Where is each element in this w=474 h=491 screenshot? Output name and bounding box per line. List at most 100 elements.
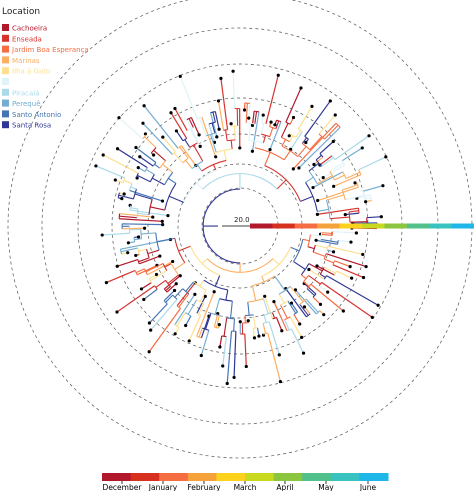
- tip-node: [312, 162, 316, 167]
- tree-branch: [318, 114, 336, 135]
- tree-branch: [338, 239, 352, 243]
- tree-branch: [329, 216, 350, 220]
- tree-branch: [260, 123, 265, 135]
- tree-branch: [217, 100, 225, 131]
- tip-node: [138, 155, 142, 159]
- tree-branch: [184, 160, 193, 169]
- tree-branch: [156, 237, 175, 243]
- tree-branch: [317, 186, 359, 202]
- tree-branch: [214, 111, 220, 130]
- legend-label: Piracaiá: [12, 89, 40, 97]
- tree-branch: [248, 103, 251, 119]
- tip-node: [360, 146, 364, 150]
- tip-node: [348, 264, 352, 269]
- tree-branch: [138, 248, 147, 252]
- tree-branch: [299, 304, 309, 316]
- tip-node: [161, 135, 165, 139]
- tree-arc: [128, 183, 133, 191]
- tree-branch: [290, 131, 303, 150]
- tree-branch: [138, 257, 150, 263]
- tip-node: [304, 140, 308, 145]
- tree-branch: [190, 117, 200, 136]
- tree-branch: [119, 213, 153, 218]
- tip-node: [291, 115, 296, 120]
- tree-branch: [163, 275, 181, 290]
- tree-arc: [348, 211, 351, 223]
- tip-node: [361, 252, 365, 257]
- tree-branch: [145, 263, 164, 273]
- tree-branch: [334, 260, 351, 268]
- tip-node: [326, 290, 330, 294]
- tree-branch: [174, 294, 196, 325]
- tip-node: [217, 323, 221, 327]
- tip-node: [160, 199, 165, 203]
- tree-branch: [289, 286, 304, 303]
- tree-branch: [363, 185, 384, 192]
- tip-node: [101, 153, 105, 157]
- tree-branch: [254, 141, 257, 148]
- tree-branch: [317, 207, 359, 215]
- tip-node: [126, 241, 130, 245]
- tree-branch: [117, 148, 148, 169]
- tip-node: [299, 86, 303, 90]
- tip-node: [331, 250, 336, 254]
- tree-arc: [163, 288, 168, 293]
- tree-branch: [321, 157, 334, 167]
- tip-node: [376, 303, 380, 307]
- tip-node: [379, 215, 383, 219]
- tree-branch: [276, 179, 287, 190]
- tree-branch: [341, 147, 363, 162]
- tip-node: [104, 281, 108, 285]
- tip-node: [178, 274, 182, 278]
- tree-branch: [281, 139, 287, 147]
- tip-node: [361, 275, 366, 280]
- tree-branch: [122, 223, 163, 226]
- legend-label: Santa Rosa: [12, 122, 51, 130]
- tree-branch: [165, 286, 171, 291]
- tree-branch: [268, 321, 280, 356]
- tree-branch: [102, 154, 139, 174]
- tip-node: [367, 134, 371, 138]
- tip-node: [219, 76, 223, 80]
- tip-node: [113, 178, 117, 182]
- timeline-segment: [187, 473, 217, 481]
- tree-branch: [263, 314, 267, 323]
- tip-node: [331, 139, 335, 144]
- tree-branch: [223, 150, 227, 161]
- tree-branch: [155, 279, 166, 288]
- tip-node: [332, 184, 336, 188]
- tree-branch: [245, 103, 248, 124]
- tip-node: [354, 231, 358, 235]
- legend-label: Marinas: [12, 57, 40, 65]
- tree-branch: [291, 302, 299, 313]
- tree-branch: [280, 123, 289, 138]
- tree-branch: [162, 136, 176, 153]
- tip-node: [217, 127, 221, 131]
- tree-arc: [319, 153, 324, 158]
- tree-branch: [254, 111, 258, 124]
- tree-branch: [309, 136, 323, 151]
- tip-node: [293, 288, 298, 292]
- tree-branch: [345, 171, 361, 179]
- tree-branch: [122, 227, 145, 230]
- tree-branch: [315, 154, 322, 161]
- tree-branch: [345, 194, 365, 201]
- tree-branch: [196, 182, 204, 190]
- tree-branch: [220, 78, 229, 130]
- tip-node: [154, 272, 159, 277]
- tree-branch: [320, 238, 339, 243]
- tree-branch: [312, 251, 326, 257]
- tree-branch: [317, 175, 333, 185]
- tree-branch: [162, 163, 174, 173]
- tree-branch: [147, 260, 173, 276]
- tree-branch: [201, 116, 217, 158]
- tree-arc: [342, 171, 347, 179]
- tip-node: [212, 290, 216, 294]
- tree-branch: [334, 174, 345, 181]
- tree-branch: [225, 129, 228, 141]
- tree-branch: [312, 171, 344, 189]
- tip-node: [310, 104, 314, 109]
- tip-node: [242, 108, 247, 112]
- tree-branch: [135, 147, 157, 163]
